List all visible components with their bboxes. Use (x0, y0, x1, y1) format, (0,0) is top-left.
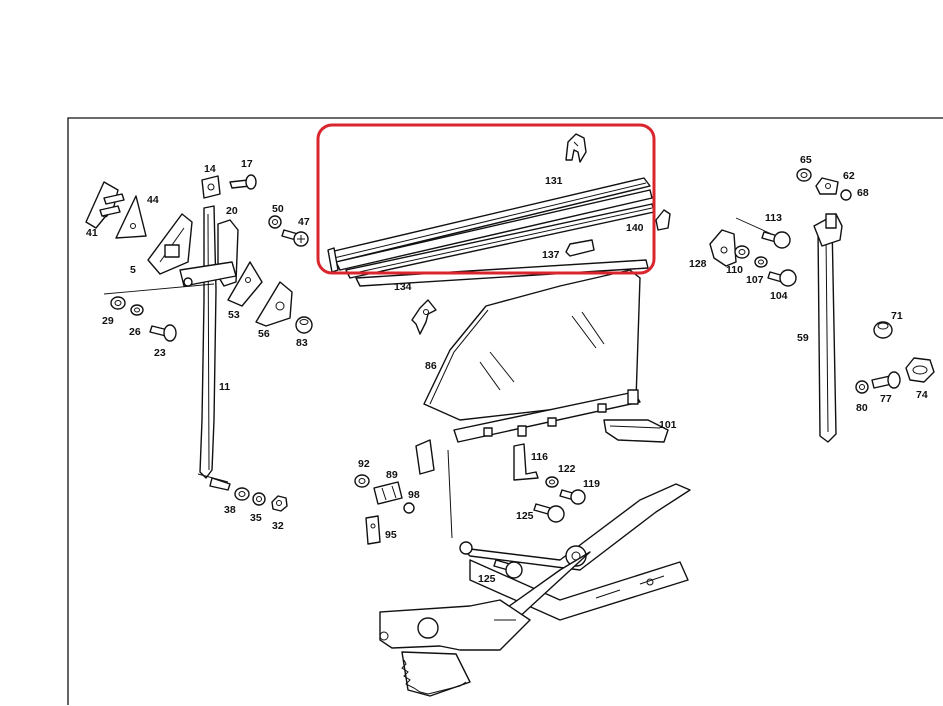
washer-107-icon (754, 256, 768, 268)
label-p140: 140 (626, 222, 644, 234)
washer-65-icon (796, 168, 812, 182)
label-p125b: 125 (478, 573, 496, 585)
label-p77: 77 (880, 393, 892, 405)
nut-32-icon (271, 495, 288, 512)
label-p65: 65 (800, 154, 812, 166)
diagram-frame (67, 117, 943, 705)
label-p59: 59 (797, 332, 809, 344)
label-p71: 71 (891, 310, 903, 322)
highlight-box (316, 123, 656, 275)
washer-26-icon (130, 304, 144, 316)
label-p17: 17 (241, 158, 253, 170)
bolt-119-icon (559, 489, 586, 505)
pad-140-icon (655, 209, 671, 231)
label-p35: 35 (250, 512, 262, 524)
clip-89-icon (373, 481, 403, 505)
clip-62-icon (815, 177, 839, 195)
label-p134: 134 (394, 281, 412, 293)
label-p92: 92 (358, 458, 370, 470)
guide-piece-101-icon (603, 419, 669, 443)
grommet-68-icon (840, 189, 852, 201)
label-p122: 122 (558, 463, 576, 475)
bolt-113-icon (761, 231, 791, 249)
label-p83: 83 (296, 337, 308, 349)
label-p128: 128 (689, 258, 707, 270)
washer-122-icon (545, 476, 559, 488)
label-p68: 68 (857, 187, 869, 199)
cap-83-icon (295, 316, 313, 334)
label-p98: 98 (408, 489, 420, 501)
bolt-125a-icon (533, 503, 565, 523)
bracket-116-icon (513, 443, 539, 481)
washer-35-icon (252, 492, 266, 506)
clip-131-icon (565, 133, 587, 163)
label-p11: 11 (219, 381, 230, 393)
label-p116: 116 (531, 451, 548, 463)
washer-29-icon (110, 296, 126, 310)
bolt-104-icon (767, 269, 797, 287)
window-regulator-icon (379, 483, 691, 697)
bracket-53-icon (227, 261, 263, 307)
plate-44-icon (115, 195, 147, 239)
label-p89: 89 (386, 469, 398, 481)
label-p86: 86 (425, 360, 437, 372)
bolt-47-icon (281, 229, 309, 247)
label-p14: 14 (204, 163, 216, 175)
label-p50: 50 (272, 203, 284, 215)
label-p62: 62 (843, 170, 855, 182)
label-p32: 32 (272, 520, 284, 532)
label-p80: 80 (856, 402, 868, 414)
bolt-77-icon (871, 371, 901, 389)
washer-110-icon (734, 245, 750, 259)
bracket-56-icon (255, 281, 293, 327)
label-p29: 29 (102, 315, 114, 327)
label-p53: 53 (228, 309, 240, 321)
front-guide-rail-icon (147, 205, 239, 491)
label-p95: 95 (385, 529, 397, 541)
label-p74: 74 (916, 389, 928, 401)
label-p104: 104 (770, 290, 788, 302)
washer-80-icon (855, 380, 869, 394)
clip-14-icon (201, 175, 221, 199)
leader-line (103, 283, 215, 295)
grommet-98-icon (403, 502, 415, 514)
washer-92-icon (354, 474, 370, 488)
label-p113: 113 (765, 212, 782, 224)
label-p26: 26 (129, 326, 141, 338)
label-p119: 119 (583, 478, 600, 490)
washer-38-icon (234, 487, 250, 501)
screw-17-icon (229, 174, 257, 190)
glass-carrier-rail-icon (415, 389, 641, 539)
label-p41: 41 (86, 227, 98, 239)
label-p110: 110 (726, 264, 743, 276)
rear-guide-rail-icon (813, 213, 843, 443)
label-p56: 56 (258, 328, 270, 340)
part-labels: 41 44 5 14 17 20 50 47 53 56 83 29 26 23… (86, 154, 928, 585)
window-channel-seal-icon (327, 177, 655, 279)
label-p137: 137 (542, 249, 560, 261)
label-p23: 23 (154, 347, 166, 359)
label-p44: 44 (147, 194, 159, 206)
clip-137-icon (565, 239, 595, 257)
grommet-71-icon (873, 321, 893, 339)
plate-95-icon (365, 515, 381, 545)
bolt-23-icon (149, 324, 177, 342)
bracket-41-icon (85, 181, 125, 229)
label-p20: 20 (226, 205, 238, 217)
clip-134-icon (411, 299, 437, 335)
label-p125a: 125 (516, 510, 534, 522)
label-p101: 101 (659, 419, 677, 431)
label-p5: 5 (130, 264, 136, 276)
label-p107: 107 (746, 274, 764, 286)
label-p131: 131 (545, 175, 563, 187)
washer-50-icon (268, 215, 282, 229)
door-glass-icon (423, 269, 641, 421)
label-p38: 38 (224, 504, 236, 516)
label-p47: 47 (298, 216, 310, 228)
guide-74-icon (905, 357, 935, 383)
